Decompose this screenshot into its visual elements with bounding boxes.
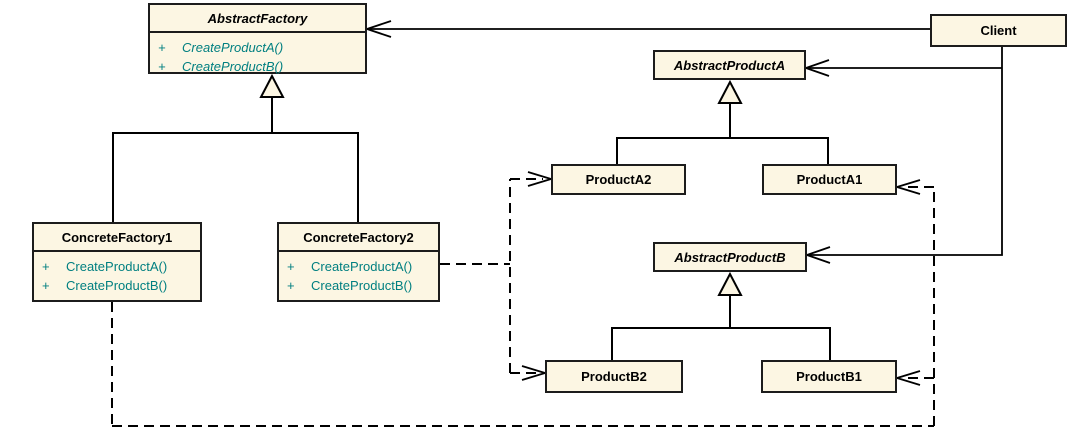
open-arrowhead-icon xyxy=(896,179,921,195)
method-row: + CreateProductA() xyxy=(287,257,430,276)
edge-client-abstractfactory xyxy=(366,20,930,38)
generalization-factories xyxy=(112,73,359,222)
open-arrowhead-icon xyxy=(527,171,552,187)
class-title: ProductB2 xyxy=(581,369,647,384)
class-abstract-product-a: AbstractProductA xyxy=(653,50,806,80)
method-row: + CreateProductB() xyxy=(42,276,192,295)
class-title: ConcreteFactory2 xyxy=(279,224,438,252)
open-arrowhead-icon xyxy=(805,59,830,77)
class-client: Client xyxy=(930,14,1067,47)
open-arrowhead-icon xyxy=(366,20,392,38)
class-title: ProductA1 xyxy=(796,172,863,187)
method-name: CreateProductB() xyxy=(66,278,168,293)
edge-concretefactory1-dependencies xyxy=(111,179,935,427)
class-title: ProductA2 xyxy=(585,172,652,187)
generalization-products-b xyxy=(611,271,831,360)
method-name: CreateProductB() xyxy=(182,59,284,74)
method-visibility: + xyxy=(42,278,50,293)
class-title: ProductB1 xyxy=(796,369,862,384)
method-name: CreateProductA() xyxy=(182,40,284,55)
class-abstract-factory: AbstractFactory + CreateProductA() + Cre… xyxy=(148,3,367,74)
class-product-b1: ProductB1 xyxy=(761,360,897,393)
open-arrowhead-icon xyxy=(806,246,831,264)
method-name: CreateProductB() xyxy=(311,278,413,293)
method-name: CreateProductA() xyxy=(311,259,413,274)
class-concrete-factory-1: ConcreteFactory1 + CreateProductA() + Cr… xyxy=(32,222,202,302)
class-title: Client xyxy=(980,23,1017,38)
generalization-products-a xyxy=(616,79,829,164)
class-product-a2: ProductA2 xyxy=(551,164,686,195)
hollow-triangle-icon xyxy=(717,271,743,296)
class-abstract-product-b: AbstractProductB xyxy=(653,242,807,272)
class-product-b2: ProductB2 xyxy=(545,360,683,393)
class-title: AbstractProductB xyxy=(674,249,786,265)
method-row: + CreateProductA() xyxy=(158,38,357,57)
class-title: ConcreteFactory1 xyxy=(34,224,200,252)
hollow-triangle-icon xyxy=(717,79,743,104)
class-product-a1: ProductA1 xyxy=(762,164,897,195)
method-visibility: + xyxy=(42,259,50,274)
method-visibility: + xyxy=(158,40,166,55)
method-visibility: + xyxy=(158,59,166,74)
class-methods: + CreateProductA() + CreateProductB() xyxy=(150,33,365,76)
class-methods: + CreateProductA() + CreateProductB() xyxy=(34,252,200,295)
method-visibility: + xyxy=(287,278,295,293)
hollow-triangle-icon xyxy=(259,73,285,98)
open-arrowhead-icon xyxy=(521,365,546,381)
class-title: AbstractFactory xyxy=(150,5,365,33)
method-row: + CreateProductA() xyxy=(42,257,192,276)
class-methods: + CreateProductA() + CreateProductB() xyxy=(279,252,438,295)
method-visibility: + xyxy=(287,259,295,274)
edge-concretefactory2-dependencies xyxy=(440,171,552,381)
edge-client-abstractproducts xyxy=(805,47,1003,264)
method-row: + CreateProductB() xyxy=(158,57,357,76)
class-title: AbstractProductA xyxy=(673,57,786,73)
open-arrowhead-icon xyxy=(896,370,921,386)
method-row: + CreateProductB() xyxy=(287,276,430,295)
method-name: CreateProductA() xyxy=(66,259,168,274)
class-concrete-factory-2: ConcreteFactory2 + CreateProductA() + Cr… xyxy=(277,222,440,302)
